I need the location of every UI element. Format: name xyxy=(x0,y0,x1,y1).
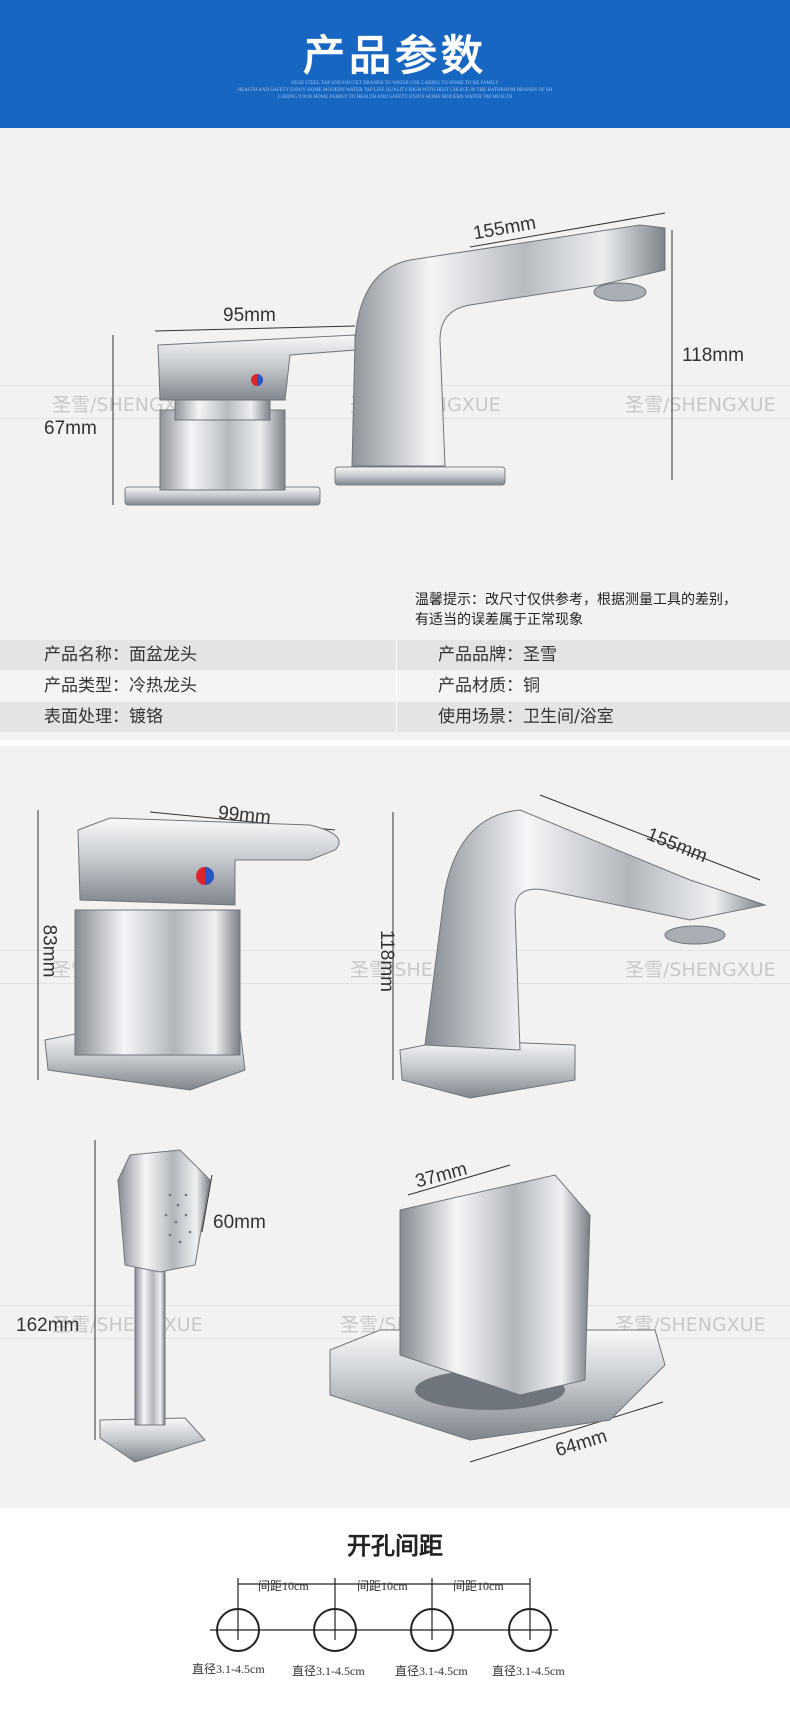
header-subtitle-line: CARING YOUR HOME FAMILY TO HEALTH AND SA… xyxy=(277,95,513,100)
dim-handle-height: 67mm xyxy=(44,418,97,439)
hole-spacing-title: 开孔间距 xyxy=(347,1532,443,1560)
hand-shower-image xyxy=(99,1149,211,1463)
header-subtitle-line: HIGH STEEL TAP AND FAUCET BRANDS TO WATE… xyxy=(291,81,499,86)
faucet-illustration-parts xyxy=(37,794,767,1463)
spec-scene: 使用场景：卫生间/浴室 xyxy=(438,707,614,727)
note-line: 有适当的误差属于正常现象 xyxy=(415,612,583,628)
dim-shower-head: 60mm xyxy=(213,1212,266,1233)
spec-brand: 产品品牌：圣雪 xyxy=(438,645,557,665)
watermark-text: 圣雪/SHENGXUE xyxy=(625,959,776,981)
spec-divider xyxy=(396,640,397,732)
handle-part-image xyxy=(44,817,340,1091)
knob-base-image xyxy=(329,1174,666,1441)
page-title: 产品参数 xyxy=(302,31,487,80)
hole-spacing-label: 间距10cm xyxy=(357,1579,408,1593)
hole-diameter-label: 直径3.1-4.5cm xyxy=(395,1664,468,1678)
spec-row: 表面处理：镀铬 使用场景：卫生间/浴室 xyxy=(0,702,790,732)
handle-image xyxy=(124,334,356,506)
hole-diameter-label: 直径3.1-4.5cm xyxy=(192,1662,265,1676)
hole-diameter-label: 直径3.1-4.5cm xyxy=(292,1664,365,1678)
spout-faucet-image xyxy=(334,224,666,486)
faucet-illustration-top xyxy=(112,212,673,506)
dim-spout-height: 118mm xyxy=(682,345,744,366)
header-banner: 产品参数 HIGH STEEL TAP AND FAUCET BRANDS TO… xyxy=(0,0,790,128)
header-subtitle-line: HEALTH AND SAFETY ENJOY HOME MODERN WATE… xyxy=(237,88,553,93)
hole-spacing-label: 间距10cm xyxy=(258,1579,309,1593)
spec-name: 产品名称：面盆龙头 xyxy=(44,645,197,665)
measurement-note: 温馨提示：改尺寸仅供参考，根据测量工具的差别， 有适当的误差属于正常现象 xyxy=(415,590,785,630)
spec-type: 产品类型：冷热龙头 xyxy=(44,676,197,696)
spec-row: 产品类型：冷热龙头 产品材质：铜 xyxy=(0,671,790,701)
spec-finish: 表面处理：镀铬 xyxy=(44,707,163,727)
watermark-text: 圣雪/SHENGXUE xyxy=(625,394,776,416)
spec-row: 产品名称：面盆龙头 产品品牌：圣雪 xyxy=(0,640,790,670)
dim-shower-height: 162mm xyxy=(16,1315,80,1336)
note-line: 温馨提示：改尺寸仅供参考，根据测量工具的差别， xyxy=(415,592,737,608)
dim-handle-length: 95mm xyxy=(223,305,276,326)
header-subtitle: HIGH STEEL TAP AND FAUCET BRANDS TO WATE… xyxy=(200,80,590,101)
spout-part-image xyxy=(399,809,767,1099)
spec-material: 产品材质：铜 xyxy=(438,676,540,696)
hole-diameter-label: 直径3.1-4.5cm xyxy=(492,1664,565,1678)
hole-spacing-label: 间距10cm xyxy=(453,1579,504,1593)
